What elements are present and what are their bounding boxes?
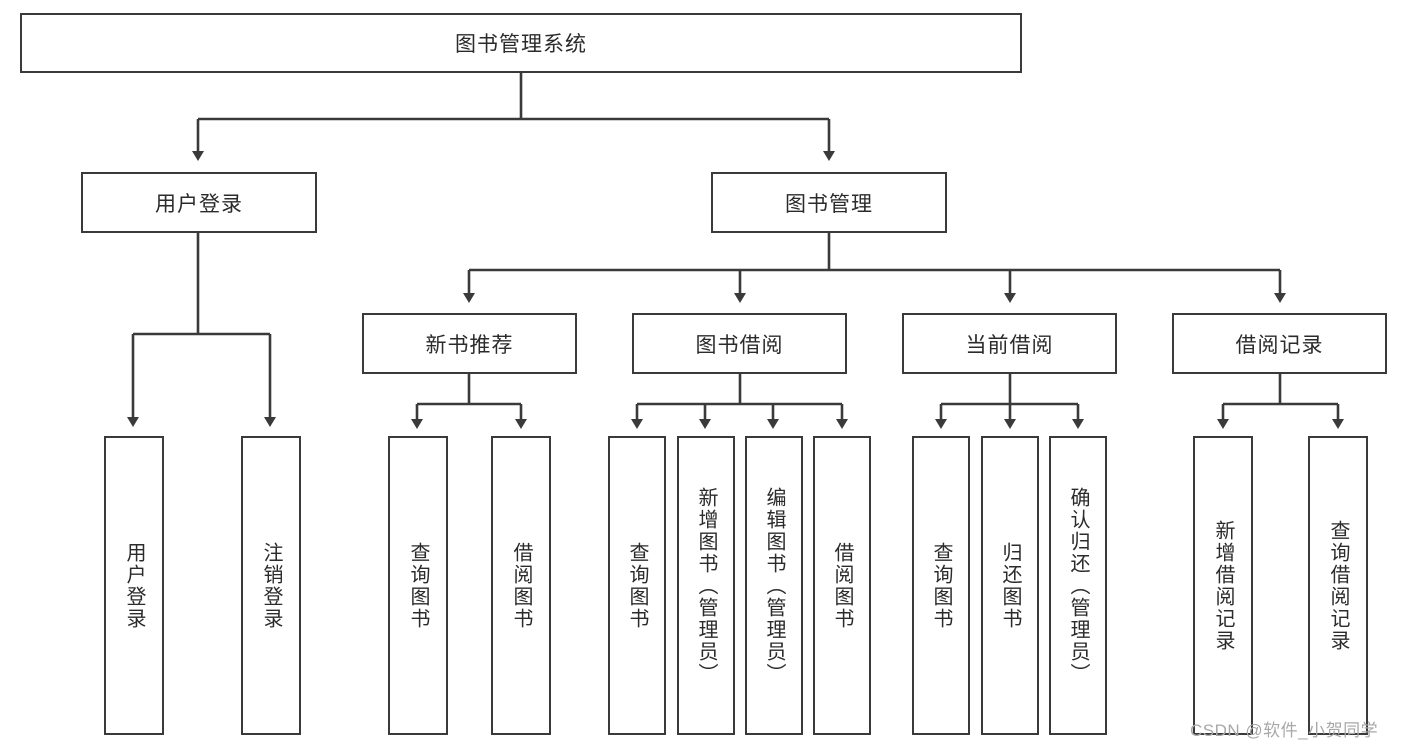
leaf-return-book-label: 归还图书 bbox=[999, 541, 1021, 630]
leaf-borrow-book-2[interactable]: 借阅图书 bbox=[813, 436, 871, 735]
leaf-borrow-book-1-label: 借阅图书 bbox=[510, 541, 532, 630]
leaf-user-login[interactable]: 用户登录 bbox=[104, 436, 164, 735]
leaf-query-record-label: 查询借阅记录 bbox=[1327, 519, 1349, 652]
node-root-label: 图书管理系统 bbox=[455, 33, 587, 56]
node-user-login[interactable]: 用户登录 bbox=[81, 172, 317, 233]
leaf-return-book[interactable]: 归还图书 bbox=[981, 436, 1039, 735]
leaf-add-book[interactable]: 新增图书（管理员） bbox=[677, 436, 735, 735]
leaf-edit-book[interactable]: 编辑图书（管理员） bbox=[745, 436, 803, 735]
node-user-login-label: 用户登录 bbox=[155, 192, 243, 216]
leaf-borrow-book-1[interactable]: 借阅图书 bbox=[491, 436, 551, 735]
node-new-book-recommend[interactable]: 新书推荐 bbox=[362, 313, 577, 374]
node-borrow-record[interactable]: 借阅记录 bbox=[1172, 313, 1387, 374]
leaf-query-book-1-label: 查询图书 bbox=[407, 541, 429, 630]
leaf-confirm-return-label: 确认归还（管理员） bbox=[1067, 486, 1089, 685]
node-root[interactable]: 图书管理系统 bbox=[20, 13, 1022, 73]
node-book-borrow[interactable]: 图书借阅 bbox=[632, 313, 847, 374]
leaf-query-book-2[interactable]: 查询图书 bbox=[608, 436, 666, 735]
leaf-user-login-label: 用户登录 bbox=[123, 541, 145, 630]
leaf-query-book-2-label: 查询图书 bbox=[626, 541, 648, 630]
leaf-query-book-1[interactable]: 查询图书 bbox=[388, 436, 448, 735]
node-book-borrow-label: 图书借阅 bbox=[695, 333, 784, 357]
node-book-management[interactable]: 图书管理 bbox=[711, 172, 947, 233]
node-current-borrow[interactable]: 当前借阅 bbox=[902, 313, 1117, 374]
leaf-add-record[interactable]: 新增借阅记录 bbox=[1193, 436, 1253, 735]
node-new-book-recommend-label: 新书推荐 bbox=[425, 333, 514, 357]
leaf-logout[interactable]: 注销登录 bbox=[241, 436, 301, 735]
leaf-query-record[interactable]: 查询借阅记录 bbox=[1308, 436, 1368, 735]
csdn-watermark: CSDN @软件_小贺同学 bbox=[1190, 721, 1379, 740]
node-current-borrow-label: 当前借阅 bbox=[965, 333, 1054, 357]
leaf-borrow-book-2-label: 借阅图书 bbox=[831, 541, 853, 630]
leaf-query-book-3-label: 查询图书 bbox=[930, 541, 952, 630]
leaf-query-book-3[interactable]: 查询图书 bbox=[912, 436, 970, 735]
leaf-add-book-label: 新增图书（管理员） bbox=[695, 486, 717, 685]
leaf-add-record-label: 新增借阅记录 bbox=[1212, 519, 1234, 652]
leaf-logout-label: 注销登录 bbox=[260, 541, 282, 630]
leaf-confirm-return[interactable]: 确认归还（管理员） bbox=[1049, 436, 1107, 735]
node-borrow-record-label: 借阅记录 bbox=[1235, 333, 1324, 357]
leaf-edit-book-label: 编辑图书（管理员） bbox=[763, 486, 785, 685]
node-book-management-label: 图书管理 bbox=[785, 192, 873, 216]
